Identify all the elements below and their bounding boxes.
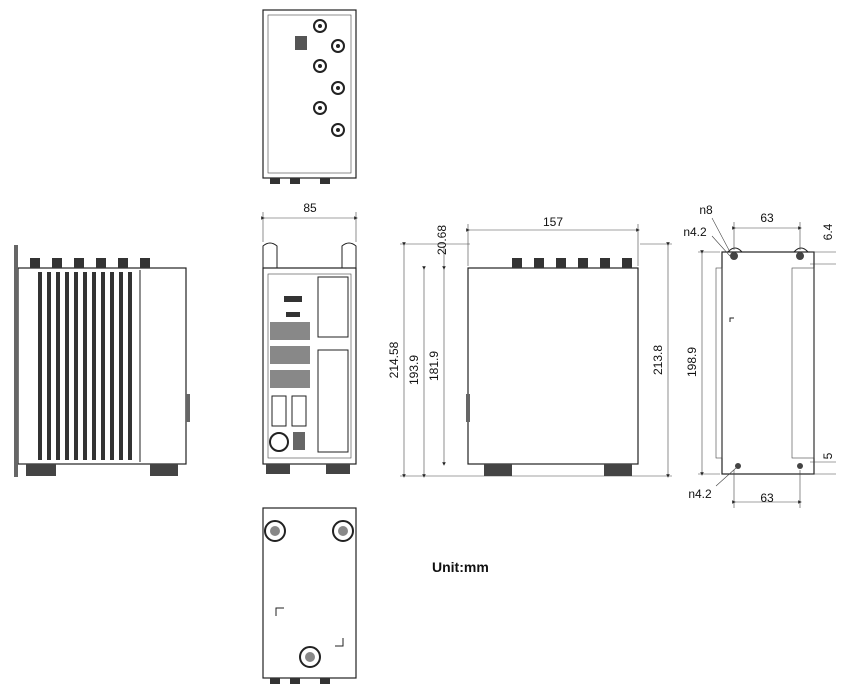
heatsink-fin [119, 272, 123, 460]
front-view-io [261, 212, 358, 474]
dim-depth: 157 [543, 215, 563, 229]
antenna-connector [600, 258, 610, 268]
antenna-connector [556, 258, 566, 268]
antenna-connector [140, 258, 150, 268]
antenna-connector [74, 258, 84, 268]
antenna-connector [622, 258, 632, 268]
heatsink-fin [101, 272, 105, 460]
dim-bracket-width-bottom: 63 [760, 491, 774, 505]
dim-hole-top: n4.2 [683, 225, 707, 239]
dim-height-a: 193.9 [407, 355, 421, 385]
dim-height-total: 214.58 [387, 341, 401, 378]
heatsink-fin [128, 272, 132, 460]
antenna-connector [96, 258, 106, 268]
top-antenna-center [336, 86, 340, 90]
antenna-connector [578, 258, 588, 268]
dim-height-b: 181.9 [427, 351, 441, 381]
unit-label: Unit:mm [432, 559, 489, 575]
antenna-connector [52, 258, 62, 268]
heatsink-fin [74, 272, 78, 460]
heatsink-fin [92, 272, 96, 460]
dim-hole-bottom: n4.2 [688, 487, 712, 501]
dim-bracket-width-top: 63 [760, 211, 774, 225]
top-antenna-center [318, 106, 322, 110]
heatsink-fin [56, 272, 60, 460]
dim-bracket-bottom-offset: 5 [821, 452, 835, 459]
heatsink-fin [83, 272, 87, 460]
dim-bracket-top-offset: 6.4 [821, 223, 835, 240]
heatsink-fin [110, 272, 114, 460]
top-antenna-center [336, 44, 340, 48]
antenna-connector [30, 258, 40, 268]
antenna-connector [512, 258, 522, 268]
top-view [262, 9, 357, 184]
antenna-connector [118, 258, 128, 268]
heatsink-fin [65, 272, 69, 460]
top-antenna-center [318, 64, 322, 68]
antenna-connector [534, 258, 544, 268]
heatsink-fin [47, 272, 51, 460]
dim-height-c: 213.8 [651, 345, 665, 375]
side-view-fins [14, 245, 190, 477]
dim-hole-n8: n8 [699, 203, 713, 217]
heatsink-fin [38, 272, 42, 460]
side-view-dimensioned [400, 224, 672, 478]
bracket-view [698, 217, 836, 508]
top-antenna-center [318, 24, 322, 28]
top-antenna-center [336, 128, 340, 132]
dim-right-offset: 20.68 [435, 225, 449, 255]
dim-bracket-height: 198.9 [685, 347, 699, 377]
dim-top-width: 85 [303, 201, 317, 215]
bottom-view [262, 507, 357, 684]
